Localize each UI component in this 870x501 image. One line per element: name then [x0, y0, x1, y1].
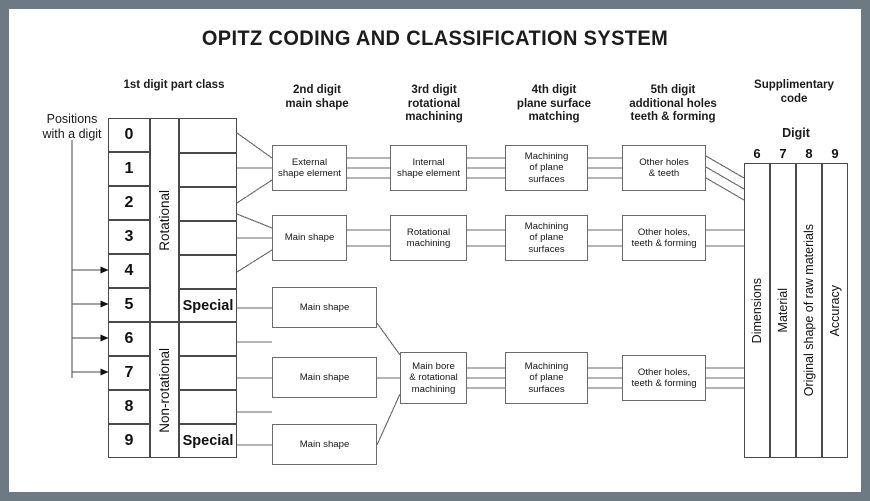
digit-cell[interactable]: 0	[108, 118, 150, 152]
box-machining-of-plane-surfaces[interactable]: Machining of plane surfaces	[505, 352, 588, 404]
connector-row2-a	[347, 229, 390, 247]
page-title: OPITZ CODING AND CLASSIFICATION SYSTEM	[201, 26, 669, 50]
supplementary-column-label: Material	[776, 288, 790, 333]
header-first-digit: 1st digit part class	[123, 79, 225, 91]
class-group-non-rotational: Non-rotational	[150, 322, 179, 458]
supplementary-column-original-shape-of-raw-materials[interactable]: Original shape of raw materials	[796, 163, 822, 458]
box-main-bore-and-rotational-machining[interactable]: Main bore & rotational machining	[400, 352, 467, 404]
box-other-holes-teeth-and-forming[interactable]: Other holes, teeth & forming	[622, 215, 706, 261]
supplementary-column-label: Dimensions	[750, 277, 764, 344]
supplementary-column-label: Accuracy	[828, 284, 842, 337]
box-machining-of-plane-surfaces[interactable]: Machining of plane surfaces	[505, 145, 588, 191]
supplementary-column-dimensions[interactable]: Dimensions	[744, 163, 770, 458]
supplementary-column-material[interactable]: Material	[770, 163, 796, 458]
connector-row1-b	[467, 157, 505, 179]
box-other-holes-and-teeth[interactable]: Other holes & teeth	[622, 145, 706, 191]
subclass-cell[interactable]	[179, 153, 237, 187]
box-main-shape[interactable]: Main shape	[272, 424, 377, 465]
digit-cell[interactable]: 1	[108, 152, 150, 186]
supplementary-digit: 7	[779, 146, 787, 161]
digit-cell[interactable]: 3	[108, 220, 150, 254]
connector-fan-row3	[237, 307, 272, 446]
digit-cell[interactable]: 4	[108, 254, 150, 288]
subclass-cell[interactable]	[179, 221, 237, 255]
box-main-shape[interactable]: Main shape	[272, 287, 377, 328]
digit-cell[interactable]: 8	[108, 390, 150, 424]
connector-row3-to-supplementary	[706, 367, 744, 389]
connector-row2-c	[588, 229, 622, 247]
box-other-holes-teeth-and-forming[interactable]: Other holes, teeth & forming	[622, 355, 706, 401]
subclass-cell-special[interactable]: Special	[179, 289, 237, 322]
box-machining-of-plane-surfaces[interactable]: Machining of plane surfaces	[505, 215, 588, 261]
connector-row2-to-supplementary	[706, 229, 744, 247]
supplementary-digit: 6	[753, 146, 761, 161]
subclass-cell[interactable]	[179, 322, 237, 356]
subclass-cell[interactable]	[179, 118, 237, 153]
header-supplementary-code: Supplimentary code	[754, 79, 834, 105]
header-fifth-digit: 5th digit additional holes teeth & formi…	[629, 84, 717, 124]
connector-fan-row1	[236, 132, 273, 204]
box-rotational-machining[interactable]: Rotational machining	[390, 215, 467, 261]
subclass-cell[interactable]	[179, 187, 237, 221]
subclass-cell[interactable]	[179, 390, 237, 424]
supplementary-digit: 9	[831, 146, 839, 161]
class-group-label: Non-rotational	[157, 347, 172, 433]
connector-row3-a	[467, 367, 505, 389]
digit-cell[interactable]: 6	[108, 322, 150, 356]
supplementary-digit: 8	[805, 146, 813, 161]
class-group-rotational: Rotational	[150, 118, 179, 322]
class-group-label: Rotational	[157, 189, 172, 251]
subclass-cell[interactable]	[179, 255, 237, 289]
digit-cell[interactable]: 2	[108, 186, 150, 220]
positions-with-a-digit-label: Positions with a digit	[42, 112, 102, 141]
digit-cell[interactable]: 7	[108, 356, 150, 390]
connector-row1-c	[588, 157, 622, 179]
supplementary-column-label: Original shape of raw materials	[802, 224, 816, 397]
connector-row3-b	[588, 367, 622, 389]
subclass-cell[interactable]	[179, 356, 237, 390]
header-fourth-digit: 4th digit plane surface matching	[516, 84, 592, 124]
box-external-shape-element[interactable]: External shape element	[272, 145, 347, 191]
box-internal-shape-element[interactable]: Internal shape element	[390, 145, 467, 191]
connector-row1-a	[347, 157, 390, 179]
subclass-cell-special[interactable]: Special	[179, 424, 237, 458]
box-main-shape[interactable]: Main shape	[272, 357, 377, 398]
box-main-shape[interactable]: Main shape	[272, 215, 347, 261]
supplementary-column-accuracy[interactable]: Accuracy	[822, 163, 848, 458]
connector-row1-to-supplementary	[705, 155, 745, 201]
connector-fan-row2	[236, 213, 273, 273]
connector-row2-b	[467, 229, 505, 247]
digit-cell[interactable]: 9	[108, 424, 150, 458]
connector-fanin-mainbore	[376, 322, 401, 446]
header-third-digit: 3rd digit rotational machining	[405, 84, 463, 124]
digit-cell[interactable]: 5	[108, 288, 150, 322]
positions-arrow-group	[71, 140, 109, 378]
header-second-digit: 2nd digit main shape	[285, 84, 349, 110]
supplementary-digit-heading: Digit	[782, 126, 810, 140]
